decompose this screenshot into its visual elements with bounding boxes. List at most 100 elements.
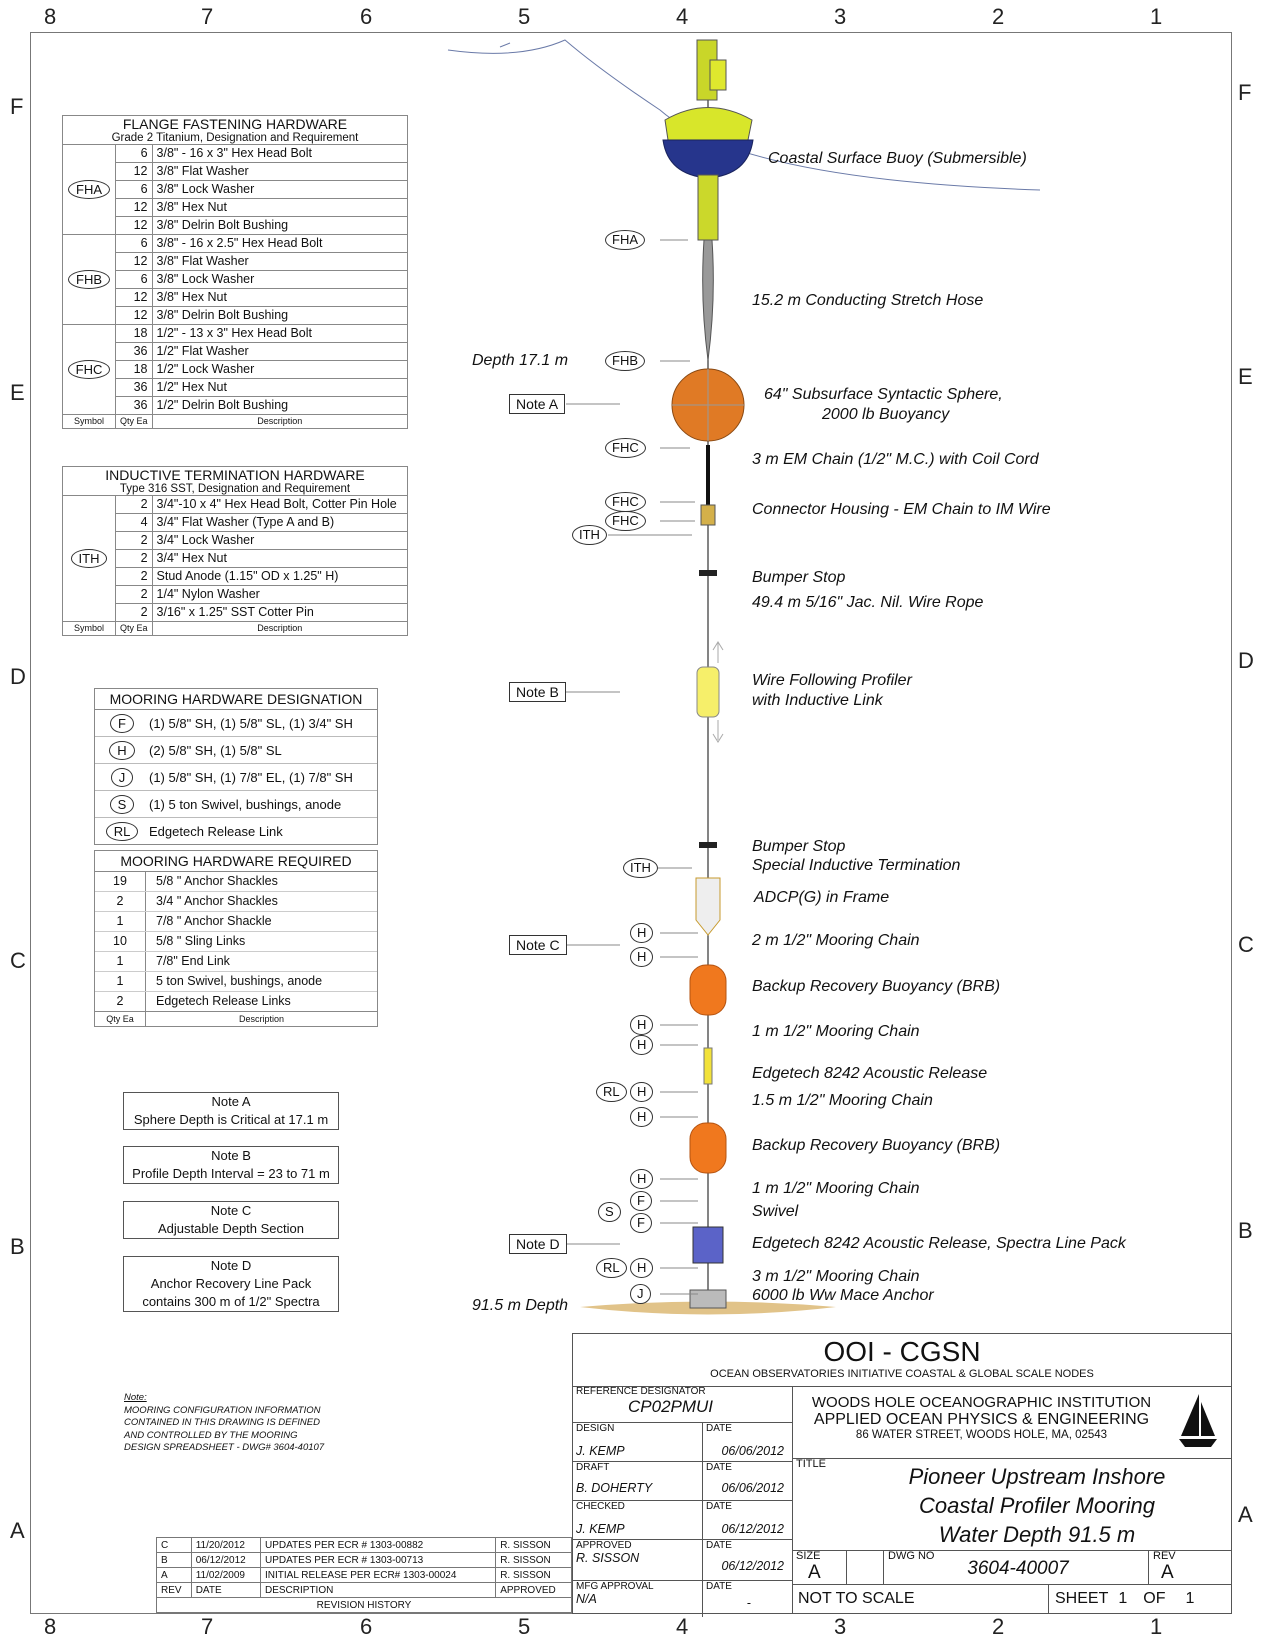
ref-label: REFERENCE DESIGNATOR [576,1386,706,1397]
label-mace-anchor: 6000 lb Ww Mace Anchor [752,1287,934,1304]
desc: 5 ton Swivel, bushings, anode [156,974,323,988]
sheet-total: 1 [1185,1589,1195,1607]
profiler-up-arrow [712,641,724,663]
bumper-stop-upper [699,570,717,576]
revision-caption: REVISION HISTORY [156,1597,572,1613]
zone-left-e: E [10,380,25,405]
acoustic-release-upper [703,1047,713,1085]
symbol-fhc: FHC [67,360,111,379]
desc: 3/8" - 16 x 3" Hex Head Bolt [151,144,409,163]
symbol-rl: RL [105,821,139,841]
rev-approved: R. SISSON [495,1552,572,1568]
col-qty: Qty Ea [115,621,153,636]
scale-row: NOT TO SCALE SHEET 1 OF 1 [792,1584,1231,1613]
label-sphere-buoyancy: 2000 lb Buoyancy [822,406,950,423]
label-adcp: ADCP(G) in Frame [754,889,890,906]
checked-label: CHECKED [576,1501,625,1512]
qty: 36 [115,378,153,397]
qty: 12 [115,162,153,181]
date-label: DATE [706,1581,732,1592]
title-line-1: Pioneer Upstream Inshore [908,1464,1166,1489]
size-value: A [808,1562,821,1583]
col-qty: Qty Ea [95,1012,146,1026]
rev-approved: R. SISSON [495,1537,572,1553]
desc: 3/8" Hex Nut [151,288,409,307]
desc: 3/8" Hex Nut [151,198,409,217]
label-chain-2m: 2 m 1/2" Mooring Chain [752,932,920,949]
note-tag-c: Note C [509,935,567,955]
zone-top-3: 3 [834,4,847,29]
desc: 3/4"-10 x 4" Hex Head Bolt, Cotter Pin H… [151,495,409,514]
bumper-stop-lower [699,842,717,848]
note-c-title: Note C [210,1203,252,1218]
label-brb-lower: Backup Recovery Buoyancy (BRB) [752,1137,1001,1154]
rev-date: 06/12/2012 [190,1552,262,1568]
flange-subtitle-text: Grade 2 Titanium, Designation and Requir… [111,132,359,144]
rev-date: 11/20/2012 [190,1537,262,1553]
zone-top-7: 7 [201,4,214,29]
designation-desc: (1) 5/8" SH, (1) 7/8" EL, (1) 7/8" SH [149,769,353,785]
desc: 3/8" Lock Washer [151,270,409,289]
em-chain [706,445,710,505]
note-b-text: Profile Depth Interval = 23 to 71 m [132,1166,330,1181]
tag-ith-1: ITH [572,525,607,545]
rev-desc: INITIAL RELEASE PER ECR# 1303-00024 [259,1567,497,1583]
desc: 3/8" Flat Washer [151,252,409,271]
checked-name: J. KEMP [576,1522,625,1536]
symbol-f: F [110,713,134,733]
draft-name: B. DOHERTY [576,1481,653,1495]
tag-h-7: H [630,1169,654,1189]
designation-row: H(2) 5/8" SH, (1) 5/8" SL [95,737,377,764]
desc: 7/8" End Link [156,954,230,968]
tag-fhc-3: FHC [605,511,646,531]
tag-h-5: H [630,1082,654,1102]
desc: 3/16" x 1.25" SST Cotter Pin [151,603,409,622]
desc: 1/2" - 13 x 3" Hex Head Bolt [151,324,409,343]
ref-cell: REFERENCE DESIGNATOR CP02PMUI [573,1386,792,1423]
symbol-j: J [110,767,134,787]
qty: 4 [115,513,153,532]
note-tag-d: Note D [509,1234,567,1254]
note-a-text: Sphere Depth is Critical at 17.1 m [133,1112,329,1127]
general-note: Note: MOORING CONFIGURATION INFORMATION … [124,1392,324,1455]
zone-right-d: D [1238,648,1254,673]
qty: 36 [115,396,153,415]
label-brb-upper: Backup Recovery Buoyancy (BRB) [752,978,1001,995]
checked-date: 06/12/2012 [721,1522,784,1536]
desc: 3/8" Lock Washer [151,180,409,199]
design-name: J. KEMP [576,1444,625,1458]
qty: 10 [95,932,146,951]
title-label: TITLE [796,1458,826,1470]
profiler-down-arrow [712,720,724,743]
general-note-line: AND CONTROLLED BY THE MOORING [124,1429,298,1441]
designation-desc: (1) 5/8" SH, (1) 5/8" SL, (1) 3/4" SH [149,715,353,731]
flange-title-text: FLANGE FASTENING HARDWARE [122,116,348,132]
desc: 1/2" Delrin Bolt Bushing [151,396,409,415]
desc: 1/2" Flat Washer [151,342,409,361]
org-full-name: OCEAN OBSERVATORIES INITIATIVE COASTAL &… [710,1368,1094,1380]
qty: 36 [115,342,153,361]
design-date: 06/06/2012 [721,1444,784,1458]
scale-text: NOT TO SCALE [792,1584,1049,1613]
desc: Stud Anode (1.15" OD x 1.25" H) [151,567,409,586]
desc: 3/4" Lock Washer [151,531,409,550]
tag-h-8: H [630,1258,654,1278]
zone-bottom-7: 7 [201,1614,214,1639]
zone-bottom-1: 1 [1150,1614,1163,1639]
note-tag-a: Note A [509,394,566,414]
inductive-title-text: INDUCTIVE TERMINATION HARDWARE [105,467,365,483]
rev: A [156,1567,192,1583]
qty: 6 [115,180,153,199]
